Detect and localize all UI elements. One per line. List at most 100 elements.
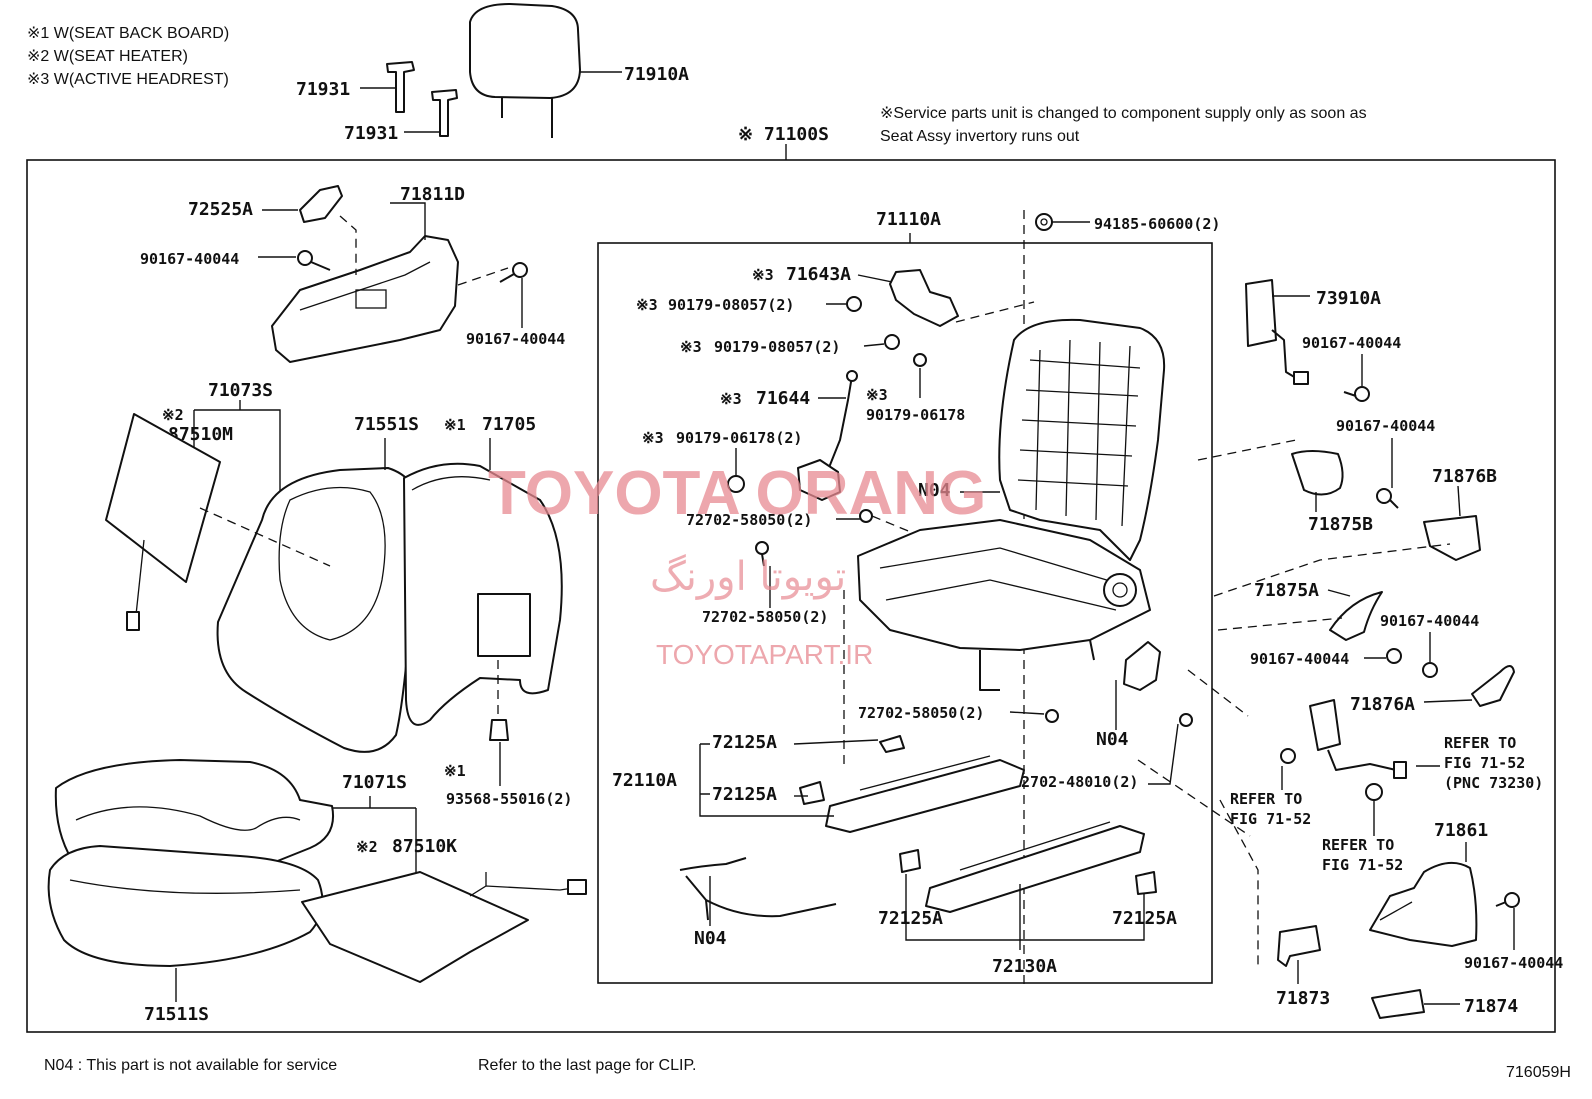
label-refer-a-2: FIG 71-52 <box>1444 754 1525 772</box>
seat-frame-illustration <box>857 318 1166 691</box>
label-71875b: 71875B <box>1308 514 1373 535</box>
seat-heater-back-illustration <box>105 413 221 631</box>
seat-cushion-pad-illustration <box>47 845 324 967</box>
recliner-cover-inner-illustration <box>1291 450 1344 512</box>
bolt-icon <box>1009 709 1059 723</box>
label-90179-08057-a-mark: ※3 <box>636 296 658 314</box>
label-71876b: 71876B <box>1432 466 1497 487</box>
label-71876a: 71876A <box>1350 694 1415 715</box>
label-71705-mark: ※1 <box>444 416 466 434</box>
label-refer-c-2: FIG 71-52 <box>1322 856 1403 874</box>
side-airbag-illustration <box>1245 279 1310 385</box>
label-87510m: 87510M <box>168 424 233 445</box>
nut-icon <box>863 334 900 350</box>
label-87510m-mark: ※2 <box>162 406 184 424</box>
label-90179-06178-b-mark: ※3 <box>642 429 664 447</box>
label-71511s: 71511S <box>144 1004 209 1025</box>
label-90179-06178-a: 90179-06178 <box>866 406 965 424</box>
label-90179-08057-b: 90179-08057(2) <box>714 338 840 356</box>
label-71643a: 71643A <box>786 264 851 285</box>
label-71861: 71861 <box>1434 820 1488 841</box>
recliner-bracket-illustration <box>1115 641 1161 730</box>
bolt-icon <box>755 541 845 770</box>
service-note-line-1: ※Service parts unit is changed to compon… <box>880 105 1367 122</box>
label-90167-40044-c: 90167-40044 <box>1302 334 1401 352</box>
label-73910a: 73910A <box>1316 288 1381 309</box>
label-93568-55016: 93568-55016(2) <box>446 790 572 808</box>
label-71644: 71644 <box>756 388 810 409</box>
side-cover-illustration <box>271 185 509 363</box>
seat-heater-cushion-illustration <box>301 871 587 983</box>
nut-icon <box>826 296 862 312</box>
legend-line-1: ※1 W(SEAT BACK BOARD) <box>27 25 229 42</box>
recliner-cover-outer-illustration <box>1423 485 1481 561</box>
label-87510k: 87510K <box>392 836 457 857</box>
leader-72130a <box>905 874 1145 950</box>
bolt-icon <box>1364 648 1402 664</box>
bolt-icon <box>1422 632 1438 678</box>
label-71873: 71873 <box>1276 988 1330 1009</box>
leader-72110a <box>699 743 834 817</box>
label-72702-58050-b: 72702-58050(2) <box>702 608 828 626</box>
label-72525a: 72525A <box>188 199 253 220</box>
label-n04-a: N04 <box>918 480 951 501</box>
headrest-support-illustration <box>360 61 458 137</box>
label-71073s: 71073S <box>208 380 273 401</box>
label-71644-mark: ※3 <box>720 390 742 408</box>
label-90167-40044-f: 90167-40044 <box>1250 650 1349 668</box>
headrest-illustration <box>469 3 622 138</box>
recliner-cover-lever-illustration <box>1327 589 1383 641</box>
seat-back-pad-illustration <box>199 467 422 753</box>
label-71875a: 71875A <box>1254 580 1319 601</box>
label-refer-a-3: (PNC 73230) <box>1444 774 1543 792</box>
label-refer-c-1: REFER TO <box>1322 836 1394 854</box>
label-72702-58050-a: 72702-58050(2) <box>686 511 812 529</box>
frame-assembly-box <box>597 242 1213 984</box>
bracket-71874-illustration <box>1371 989 1460 1019</box>
label-90179-06178-b: 90179-06178(2) <box>676 429 802 447</box>
label-71071s: 71071S <box>342 772 407 793</box>
legend-line-2: ※2 W(SEAT HEATER) <box>27 48 188 65</box>
label-refer-b-2: FIG 71-52 <box>1230 810 1311 828</box>
label-72110a: 72110A <box>612 770 677 791</box>
diagram-id: 716059H <box>1506 1064 1571 1081</box>
label-71551s: 71551S <box>354 414 419 435</box>
label-93568-mark: ※1 <box>444 762 466 780</box>
outer-frame <box>26 159 1556 1033</box>
leader-72125a-a <box>793 739 879 745</box>
watermark-brand: TOYOTA ORANG <box>488 459 986 528</box>
nut-icon <box>913 353 927 398</box>
label-71811d: 71811D <box>400 184 465 205</box>
label-71931-b: 71931 <box>344 123 398 144</box>
leader-71071s <box>323 796 417 890</box>
bolt-icon <box>1343 354 1370 402</box>
bolt-icon <box>258 250 331 271</box>
seat-track-outer-illustration <box>899 821 1157 913</box>
recliner-cover-outer-lever-illustration <box>1423 665 1515 707</box>
bolt-icon <box>499 262 528 328</box>
label-refer-b-1: REFER TO <box>1230 790 1302 808</box>
label-72130a: 72130A <box>992 956 1057 977</box>
label-n04-b: N04 <box>1096 729 1129 750</box>
footer-n04-note: N04 : This part is not available for ser… <box>44 1057 337 1074</box>
watermark-persian: تویوتا اورنگ <box>650 554 846 600</box>
bolt-icon <box>1148 713 1193 785</box>
legend-line-3: ※3 W(ACTIVE HEADREST) <box>27 71 229 88</box>
label-71874: 71874 <box>1464 996 1518 1017</box>
seat-belt-buckle-illustration <box>1280 699 1440 801</box>
label-87510k-mark: ※2 <box>356 838 378 856</box>
label-refer-a-1: REFER TO <box>1444 734 1516 752</box>
label-71931-a: 71931 <box>296 79 350 100</box>
active-headrest-cable-illustration <box>797 370 858 501</box>
seat-track-inner-illustration <box>799 735 1025 833</box>
bolt-icon <box>1495 892 1520 950</box>
label-72702-48010: 72702-48010(2) <box>1012 773 1138 791</box>
label-71910a: 71910A <box>624 64 689 85</box>
label-90167-40044-g: 90167-40044 <box>1464 954 1563 972</box>
label-90179-08057-a: 90179-08057(2) <box>668 296 794 314</box>
label-90167-40044-e: 90167-40044 <box>1380 612 1479 630</box>
bolt-icon <box>1376 438 1399 509</box>
watermark: TOYOTA ORANG تویوتا اورنگ TOYOTAPART.IR <box>488 459 986 670</box>
label-90179-08057-b-mark: ※3 <box>680 338 702 356</box>
